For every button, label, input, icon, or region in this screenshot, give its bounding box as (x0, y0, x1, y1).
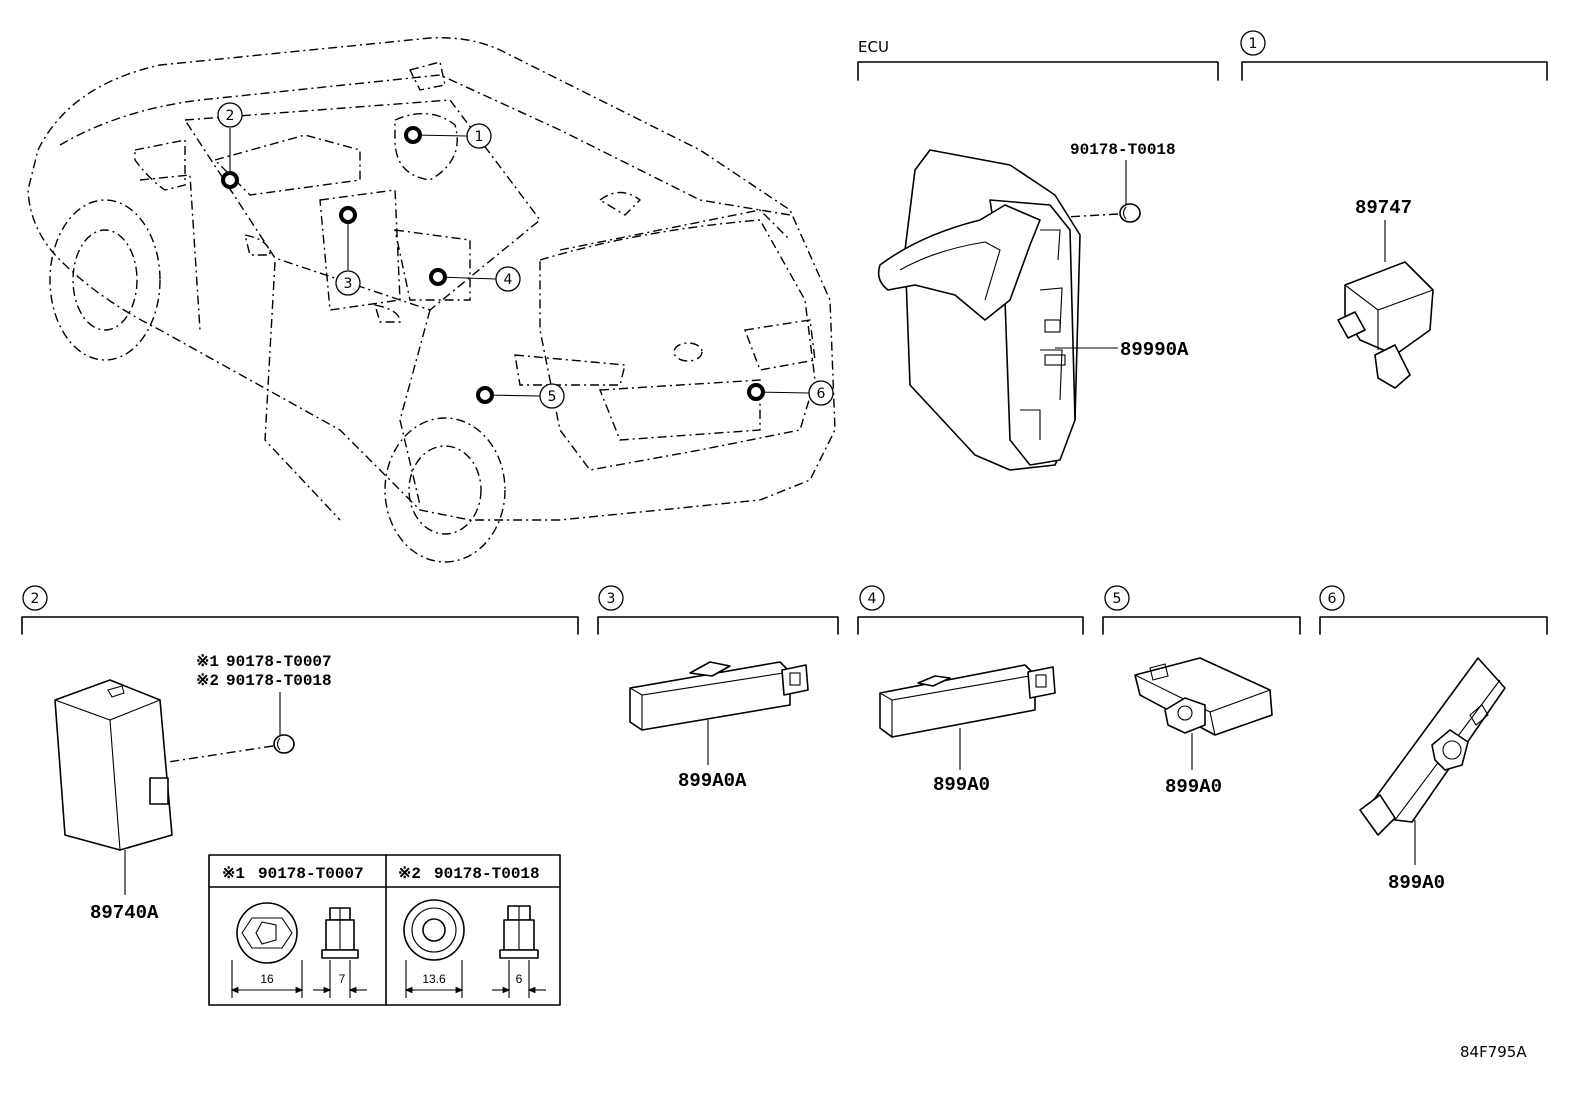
table-col1-part: 90178-T0007 (258, 865, 364, 883)
callout-3[interactable] (335, 270, 361, 296)
section-3: 3 899A0A (597, 585, 839, 792)
section-bracket (857, 61, 1219, 81)
svg-text:3: 3 (344, 276, 353, 292)
section-6: 6 899A0 (1319, 585, 1548, 894)
callout-1[interactable] (466, 123, 492, 149)
svg-text:1: 1 (1249, 36, 1258, 52)
svg-text:1: 1 (475, 129, 484, 145)
section-2-badge (22, 585, 48, 611)
ecu-module (877, 149, 1081, 471)
nut-side-view-icon (499, 905, 539, 959)
section-6-badge (1319, 585, 1345, 611)
svg-text:5: 5 (1113, 591, 1122, 607)
callout-4[interactable] (495, 266, 521, 292)
section-ecu-title: ECU (858, 38, 889, 56)
part-label-899A0-4[interactable]: 899A0 (933, 774, 990, 796)
svg-text:※2: ※2 (398, 865, 421, 883)
section-bracket (21, 616, 579, 635)
section-5-badge (1104, 585, 1130, 611)
section-bracket (857, 616, 1084, 635)
control-unit-box (54, 679, 173, 851)
antenna-module (1134, 657, 1273, 736)
section-1-badge (1240, 30, 1266, 56)
callout-6[interactable] (808, 380, 834, 406)
part-label-90178-T0018[interactable]: 90178-T0018 (226, 672, 332, 690)
svg-text:5: 5 (548, 389, 557, 405)
part-label-899A0-5[interactable]: 899A0 (1165, 776, 1222, 798)
svg-text:3: 3 (607, 591, 616, 607)
antenna-module (879, 664, 1056, 738)
section-4: 4 899A0 (857, 585, 1084, 796)
dim-6: 6 (516, 972, 523, 986)
svg-text:4: 4 (868, 591, 877, 607)
part-label-90178-T0018-ecu[interactable]: 90178-T0018 (1070, 141, 1176, 159)
sensor-module (1337, 261, 1434, 389)
section-1: 1 89747 (1240, 30, 1548, 389)
section-bracket (1102, 616, 1301, 635)
callout-5[interactable] (539, 383, 565, 409)
location-marker-1 (404, 126, 422, 144)
vehicle-callouts: 1 2 3 4 5 6 (217, 102, 834, 409)
location-marker-4 (429, 268, 447, 286)
location-marker-3 (339, 206, 357, 224)
svg-text:6: 6 (817, 386, 826, 402)
section-bracket (1319, 616, 1548, 635)
svg-text:※1: ※1 (222, 865, 245, 883)
part-label-89740A[interactable]: 89740A (90, 902, 159, 924)
antenna-module (629, 661, 809, 731)
section-bracket (597, 616, 839, 635)
part-label-90178-T0007[interactable]: 90178-T0007 (226, 653, 332, 671)
location-marker-2 (221, 171, 239, 189)
callout-2[interactable] (217, 102, 243, 128)
location-marker-6 (747, 383, 765, 401)
nut-top-view-icon (236, 902, 298, 964)
part-label-89990A[interactable]: 89990A (1120, 339, 1189, 361)
location-marker-5 (476, 386, 494, 404)
section-bracket (1241, 61, 1548, 81)
fastener-table: ※1 90178-T0007 ※2 90178-T0018 (208, 854, 561, 1006)
antenna-module (1359, 657, 1506, 836)
mark-1: ※1 (196, 653, 219, 671)
section-5: 5 899A0 (1102, 585, 1301, 798)
part-label-899A0A[interactable]: 899A0A (678, 770, 747, 792)
dim-16: 16 (260, 972, 274, 986)
section-ecu: ECU 90178-T0018 89990A (857, 38, 1219, 471)
vehicle-outline (27, 37, 836, 563)
mark-2: ※2 (196, 672, 219, 690)
diagram-id: 84F795A (1460, 1043, 1527, 1061)
table-col2-part: 90178-T0018 (434, 865, 540, 883)
svg-text:4: 4 (504, 272, 513, 288)
section-2: 2 ※1 90178-T0007 ※2 90178-T0018 89740A ※… (21, 585, 579, 1006)
section-4-badge (859, 585, 885, 611)
svg-text:2: 2 (226, 108, 235, 124)
svg-text:2: 2 (31, 591, 40, 607)
nut-side-view-icon (321, 907, 359, 959)
section-3-badge (598, 585, 624, 611)
dim-13-6: 13.6 (422, 972, 446, 986)
dim-7: 7 (339, 972, 346, 986)
svg-text:6: 6 (1328, 591, 1337, 607)
part-label-899A0-6[interactable]: 899A0 (1388, 872, 1445, 894)
part-label-89747[interactable]: 89747 (1355, 197, 1412, 219)
